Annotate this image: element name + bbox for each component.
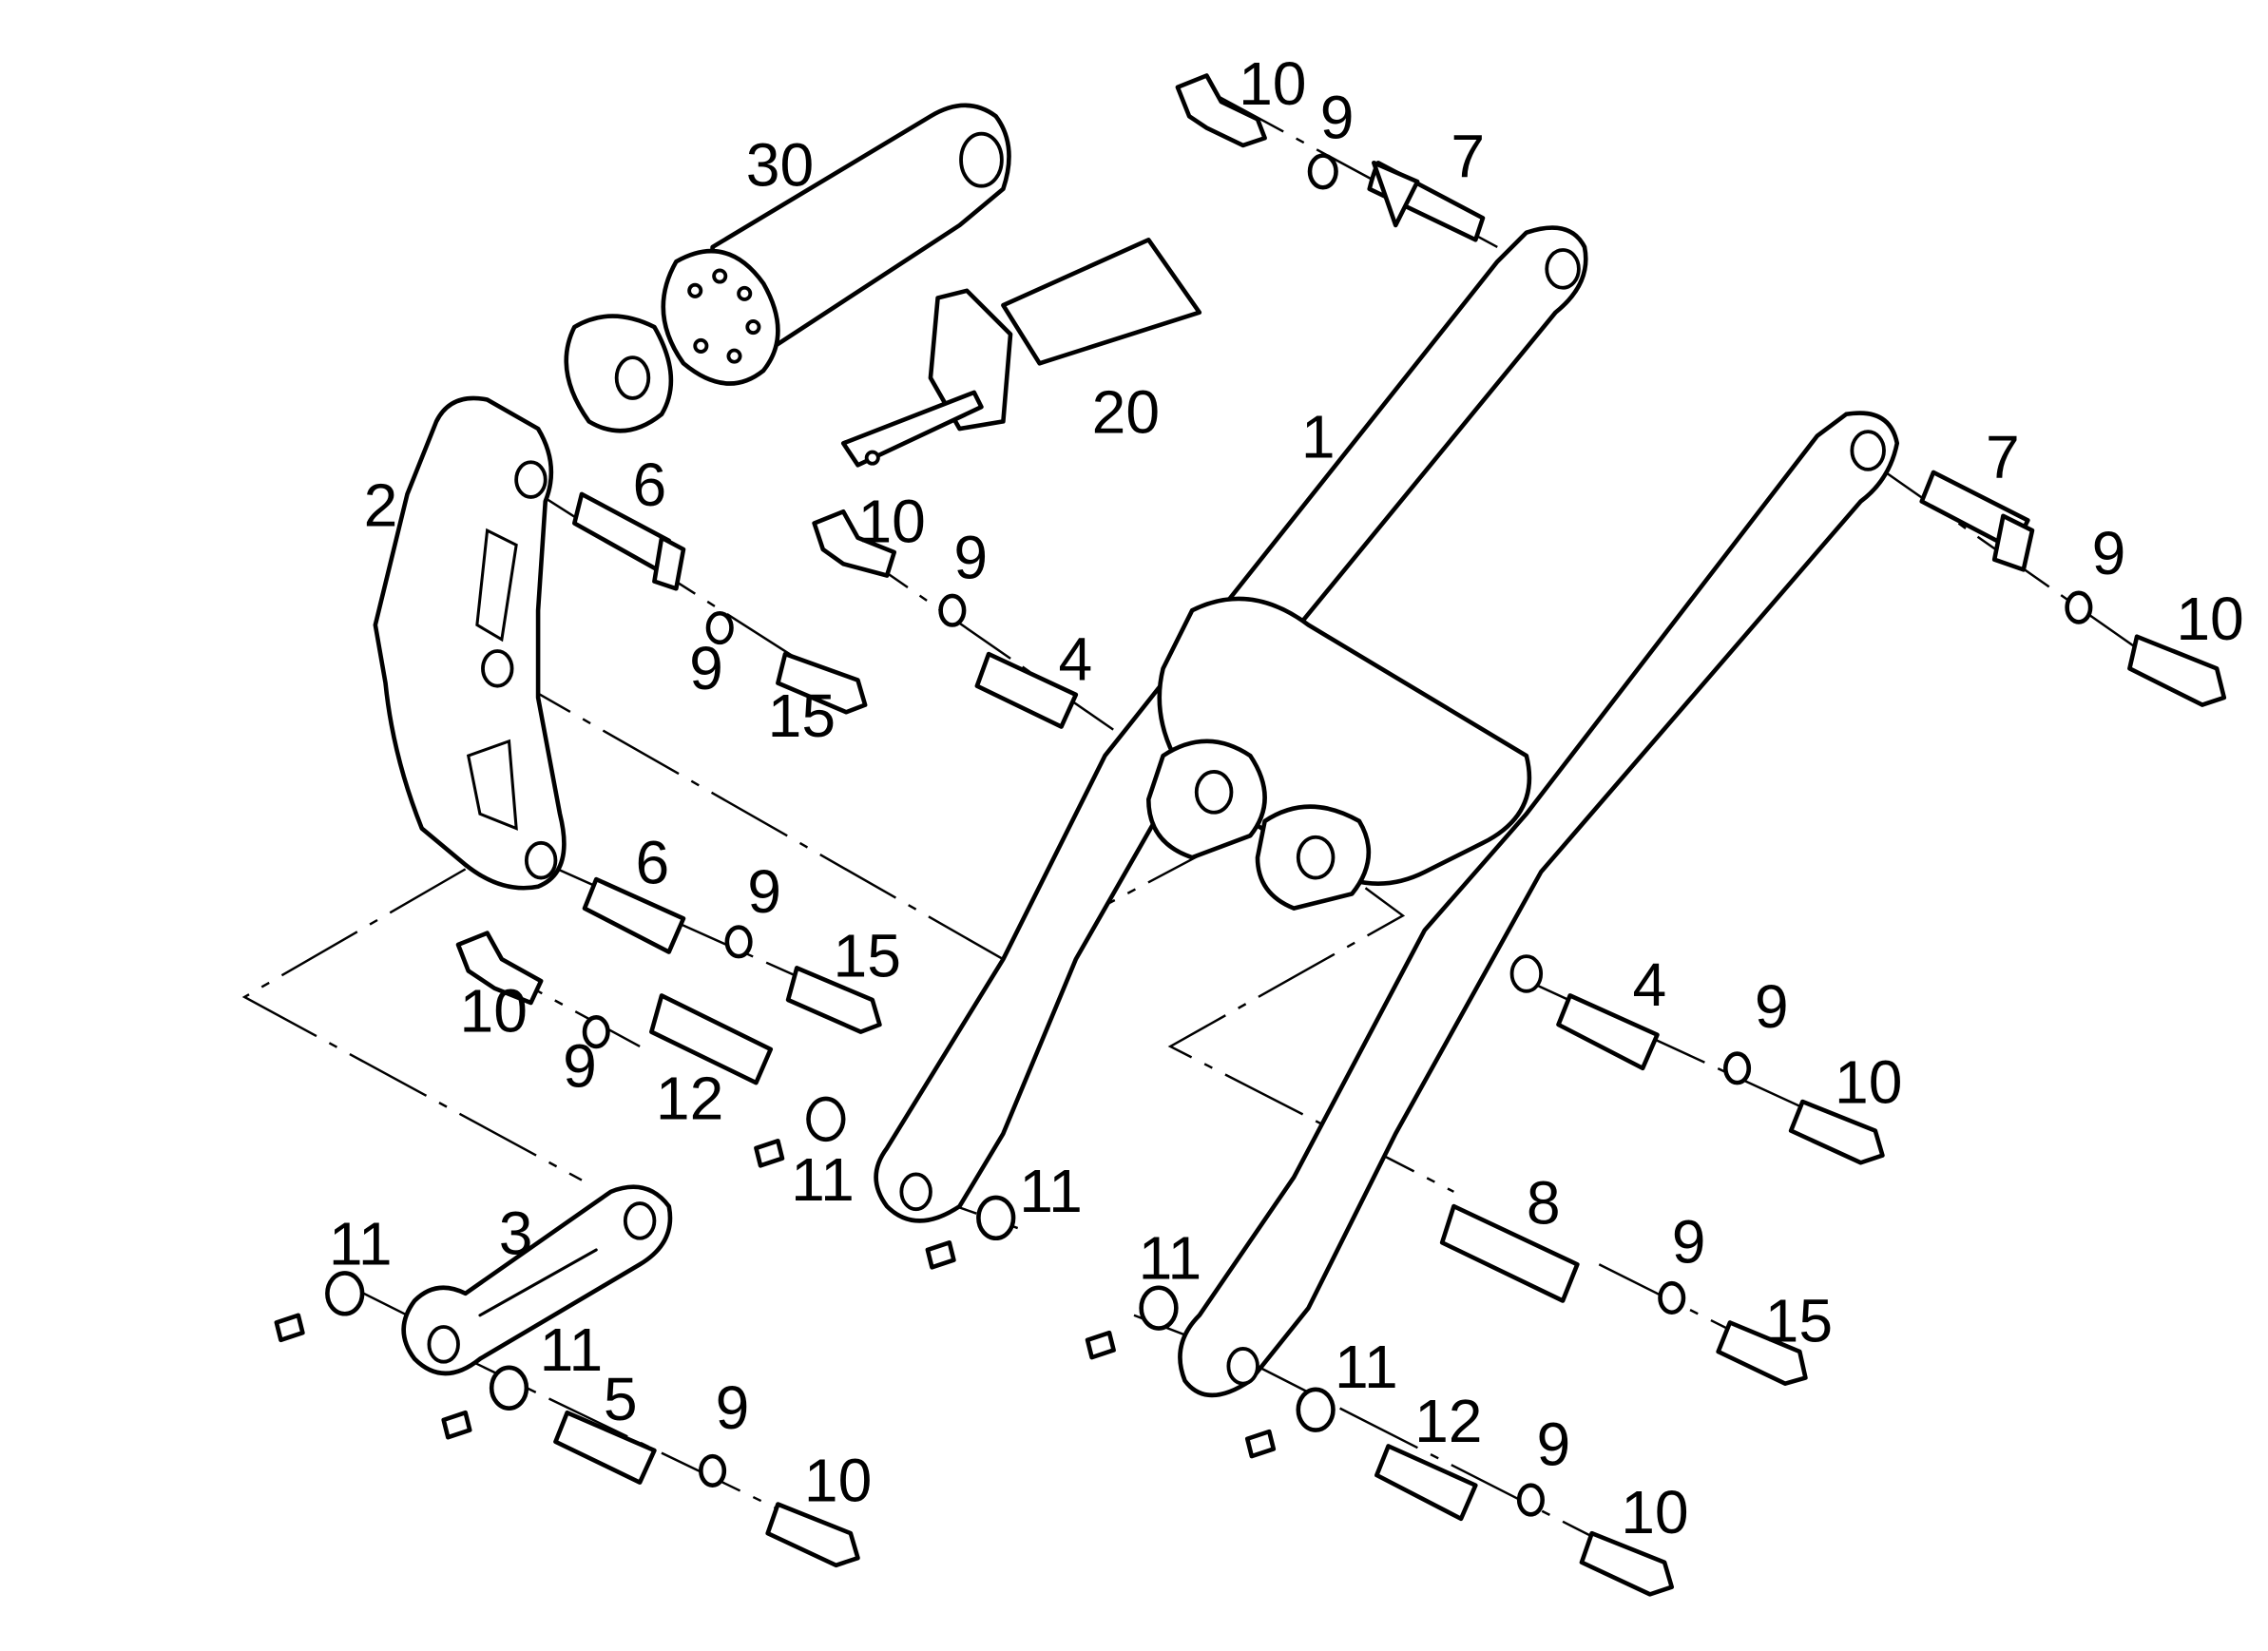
label-part-11-c: 11	[329, 1209, 393, 1277]
label-part-4-left: 4	[1058, 625, 1092, 694]
label-part-9-g: 9	[1755, 972, 1789, 1041]
label-part-7-right: 7	[1986, 423, 2020, 491]
lift-arm-frame	[874, 225, 1900, 1398]
label-part-15-b: 15	[833, 922, 900, 990]
label-part-10-e: 10	[1835, 1048, 1902, 1117]
guard-bracket	[840, 237, 1202, 468]
label-part-10-d: 10	[460, 977, 528, 1046]
label-part-3: 3	[499, 1200, 533, 1268]
label-part-4-right: 4	[1632, 950, 1666, 1019]
label-part-5: 5	[604, 1365, 638, 1433]
callout-labels: 1 2 3 4 4 5 6 6 7 7 8 9 9 9 9 9 9 9 9 9 …	[329, 49, 2244, 1546]
label-part-15-a: 15	[768, 682, 836, 750]
label-part-6-lower: 6	[636, 829, 670, 897]
label-part-11-e: 11	[540, 1315, 604, 1384]
hardware-pins-bolts-washers	[274, 73, 2227, 1597]
label-part-11-f: 11	[1335, 1333, 1398, 1401]
label-part-9-f: 9	[563, 1032, 597, 1101]
label-part-9-e: 9	[747, 857, 781, 926]
label-part-8: 8	[1527, 1168, 1561, 1237]
label-part-9-d: 9	[2092, 519, 2126, 587]
label-part-20: 20	[1092, 378, 1160, 447]
label-part-7-left: 7	[1451, 123, 1485, 191]
label-part-10-g: 10	[1621, 1478, 1688, 1546]
label-part-9-i: 9	[716, 1373, 750, 1442]
label-part-15-c: 15	[1765, 1286, 1833, 1354]
hydraulic-cylinder	[564, 103, 1011, 433]
label-part-10-b: 10	[857, 487, 925, 555]
label-part-9-c: 9	[953, 524, 988, 592]
label-part-9-a: 9	[1320, 83, 1355, 151]
label-part-12-a: 12	[656, 1064, 723, 1132]
label-part-9-j: 9	[1537, 1410, 1571, 1478]
label-part-10-a: 10	[1239, 49, 1306, 118]
label-part-6-upper: 6	[632, 451, 666, 519]
link-bar	[401, 1184, 673, 1376]
label-part-11-d: 11	[1139, 1224, 1202, 1293]
label-part-10-c: 10	[2176, 585, 2243, 653]
bell-crank	[373, 395, 567, 891]
label-part-2: 2	[364, 471, 398, 540]
label-part-1: 1	[1301, 403, 1336, 471]
label-part-9-b: 9	[689, 634, 723, 702]
label-part-10-f: 10	[804, 1447, 872, 1515]
label-part-30: 30	[746, 131, 814, 200]
label-part-11-b: 11	[1019, 1157, 1083, 1225]
label-part-12-b: 12	[1414, 1387, 1482, 1455]
label-part-11-a: 11	[791, 1145, 855, 1214]
label-part-9-h: 9	[1672, 1208, 1706, 1277]
